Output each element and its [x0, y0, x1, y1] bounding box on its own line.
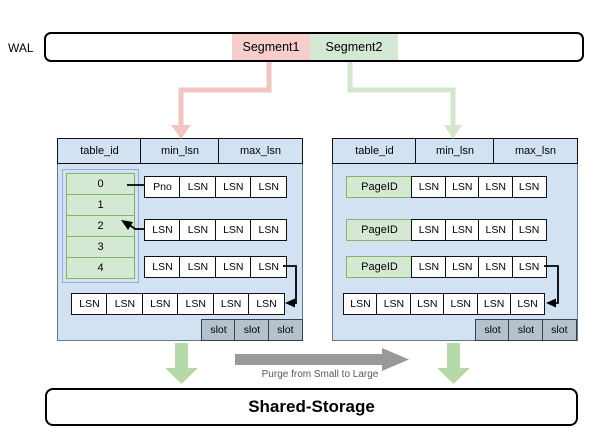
left-lsn-row-2: LSN LSN LSN LSN: [144, 219, 288, 241]
lsn-cell: LSN: [478, 176, 514, 198]
purge-arrow-label: Purge from Small to Large: [261, 369, 379, 380]
table-id-row: 1: [66, 194, 135, 216]
wal-bar: Segment1 Segment2: [44, 32, 584, 62]
lsn-cell: LSN: [250, 219, 288, 241]
wal-segment1: Segment1: [232, 34, 310, 60]
purge-arrow: [235, 348, 409, 371]
left-lsn-row-3: LSN LSN LSN LSN: [144, 256, 288, 278]
wal-segment2: Segment2: [310, 34, 398, 60]
left-lsn-bottom-row: LSN LSN LSN LSN LSN LSN: [71, 293, 286, 315]
left-header-max-lsn: max_lsn: [218, 138, 303, 164]
left-header-min-lsn: min_lsn: [140, 138, 220, 164]
slot-cell: slot: [267, 319, 303, 341]
pageid-cell: PageID: [346, 256, 413, 278]
right-header-min-lsn: min_lsn: [415, 138, 495, 164]
pno-cell: Pno: [144, 176, 181, 198]
slot-cell: slot: [541, 319, 577, 341]
left-lsn-row-1: Pno LSN LSN LSN: [144, 176, 288, 198]
lsn-cell: LSN: [179, 256, 217, 278]
lsn-cell: LSN: [476, 293, 512, 315]
slot-cell: slot: [234, 319, 270, 341]
lsn-cell: LSN: [179, 176, 217, 198]
lsn-cell: LSN: [376, 293, 412, 315]
page-row-2: PageID LSN LSN LSN LSN: [346, 219, 547, 241]
lsn-cell: LSN: [444, 256, 480, 278]
lsn-cell: LSN: [443, 293, 479, 315]
lsn-cell: LSN: [71, 293, 108, 315]
lsn-cell: LSN: [214, 176, 252, 198]
lsn-cell: LSN: [511, 256, 547, 278]
left-slot-row: slot slot slot: [201, 319, 303, 341]
page-row-3: PageID LSN LSN LSN LSN: [346, 256, 547, 278]
right-slot-row: slot slot slot: [475, 319, 577, 341]
lsn-cell: LSN: [511, 176, 547, 198]
lsn-cell: LSN: [511, 219, 547, 241]
right-lsn-bottom-row: LSN LSN LSN LSN LSN LSN: [343, 293, 546, 315]
table-id-row: 0: [66, 173, 135, 195]
table-id-row: 4: [66, 257, 135, 279]
wal-label: WAL: [8, 41, 34, 55]
lsn-cell: LSN: [214, 219, 252, 241]
lsn-cell: LSN: [411, 219, 447, 241]
lsn-cell: LSN: [411, 256, 447, 278]
lsn-cell: LSN: [478, 219, 514, 241]
lsn-cell: LSN: [177, 293, 215, 315]
slot-cell: slot: [201, 319, 236, 341]
right-header-max-lsn: max_lsn: [493, 138, 578, 164]
lsn-cell: LSN: [250, 256, 288, 278]
lsn-cell: LSN: [478, 256, 514, 278]
segment2-to-page-arrow: [347, 62, 462, 139]
lsn-cell: LSN: [409, 293, 445, 315]
lsn-cell: LSN: [248, 293, 286, 315]
slot-cell: slot: [508, 319, 544, 341]
table-level-panel: table_id min_lsn max_lsn 0 1 2 3 4 Pno L…: [57, 138, 303, 341]
lsn-cell: LSN: [141, 293, 179, 315]
lsn-cell: LSN: [212, 293, 250, 315]
lsn-cell: LSN: [250, 176, 288, 198]
right-flush-arrow: [437, 343, 470, 384]
shared-storage-box: Shared-Storage: [45, 388, 578, 426]
table-id-list: 0 1 2 3 4: [66, 173, 135, 279]
lsn-cell: LSN: [214, 256, 252, 278]
pageid-cell: PageID: [346, 176, 413, 198]
pageid-cell: PageID: [346, 219, 413, 241]
lsn-cell: LSN: [106, 293, 144, 315]
table-id-list-container: 0 1 2 3 4: [62, 169, 139, 283]
page-row-1: PageID LSN LSN LSN LSN: [346, 176, 547, 198]
lsn-cell: LSN: [343, 293, 378, 315]
table-id-row: 3: [66, 236, 135, 258]
lsn-cell: LSN: [510, 293, 546, 315]
lsn-cell: LSN: [444, 176, 480, 198]
page-level-panel: table_id min_lsn max_lsn PageID LSN LSN …: [332, 138, 578, 341]
lsn-cell: LSN: [444, 219, 480, 241]
left-header-table-id: table_id: [57, 138, 142, 164]
table-id-row: 2: [66, 215, 135, 237]
right-header-table-id: table_id: [332, 138, 417, 164]
lsn-cell: LSN: [179, 219, 217, 241]
lsn-cell: LSN: [144, 219, 181, 241]
left-flush-arrow: [165, 343, 198, 384]
slot-cell: slot: [475, 319, 510, 341]
lsn-cell: LSN: [144, 256, 181, 278]
lsn-cell: LSN: [411, 176, 447, 198]
segment1-to-table-arrow: [171, 62, 272, 139]
